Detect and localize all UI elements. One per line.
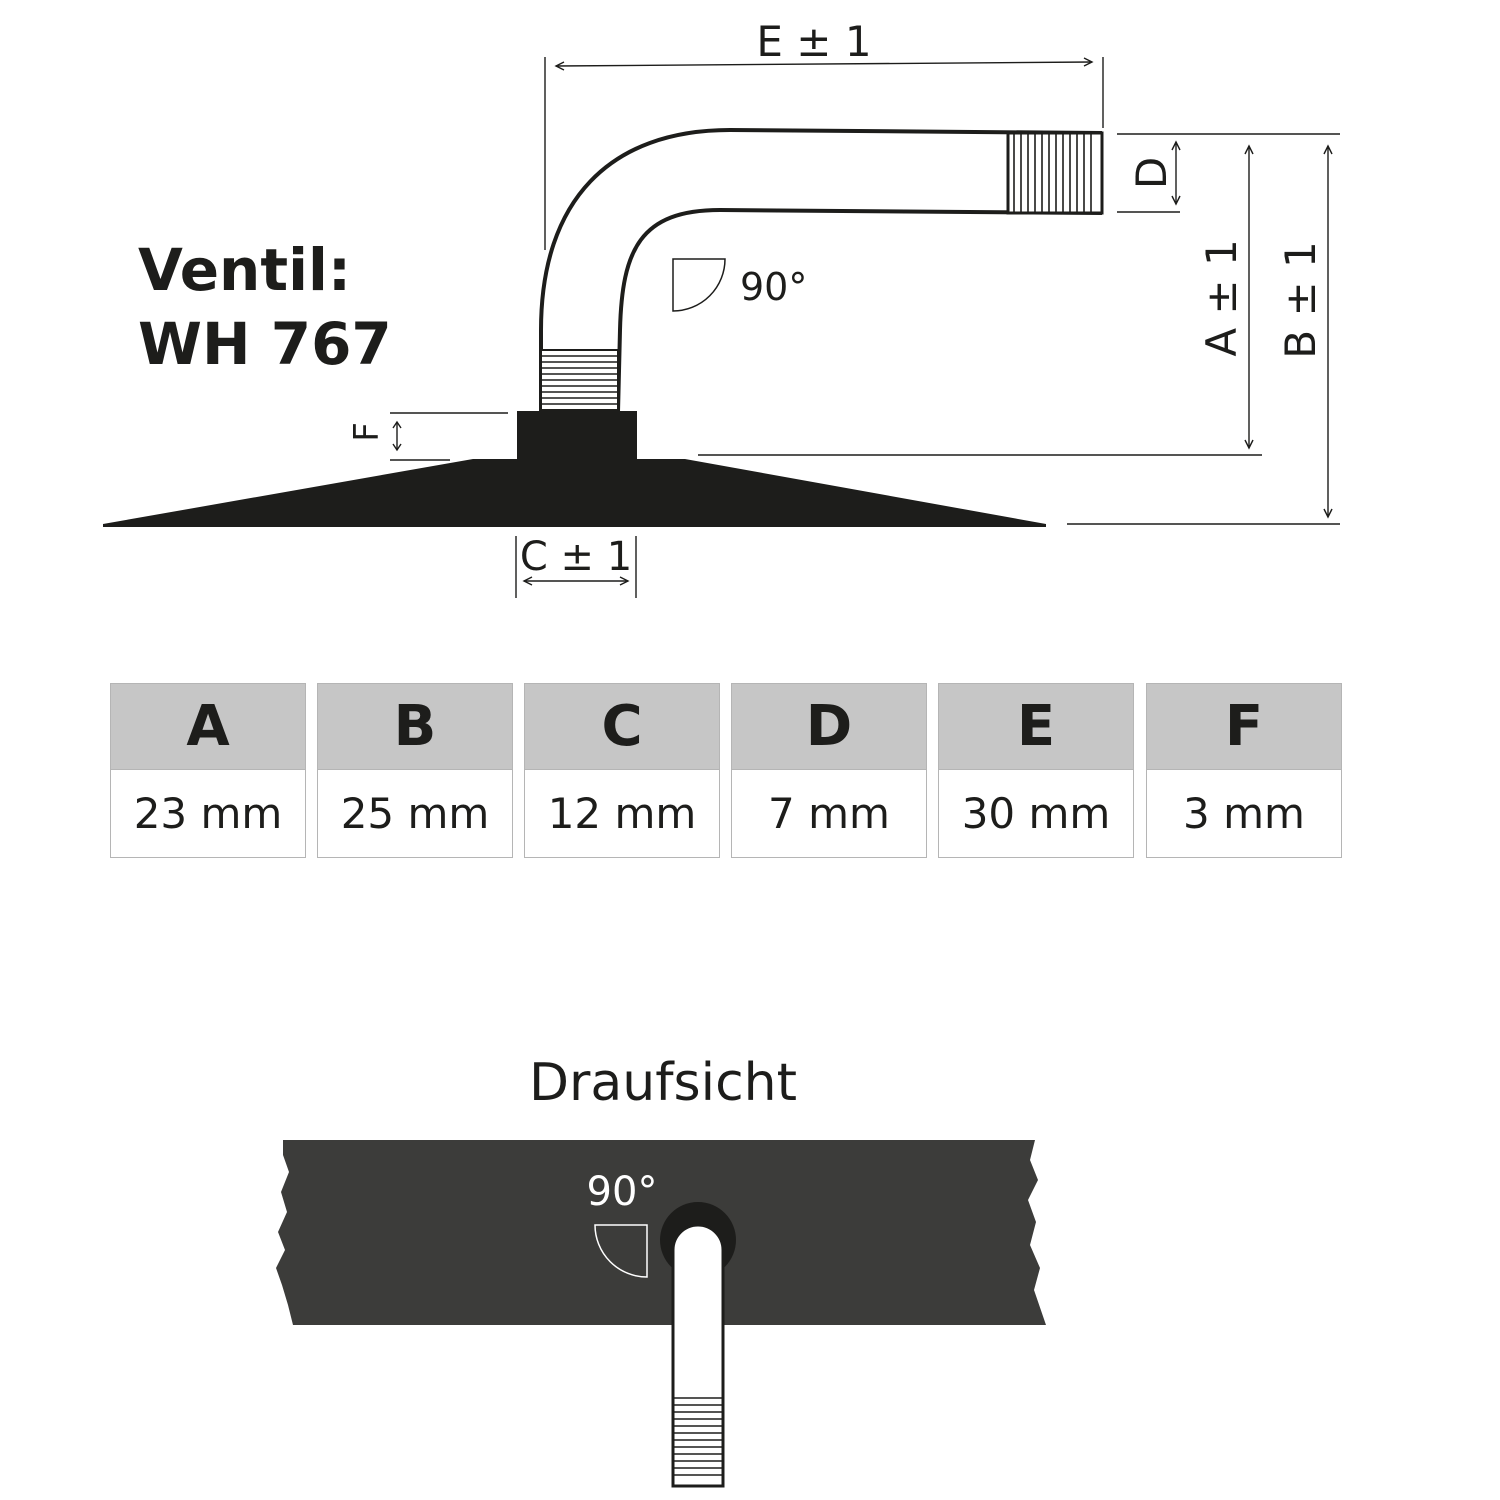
valve-stem: [539, 127, 1104, 413]
dimension-b: B ± 1: [1067, 144, 1340, 525]
table-value-f: 3 mm: [1146, 770, 1342, 858]
table-value-e: 30 mm: [938, 770, 1134, 858]
table-value-c: 12 mm: [524, 770, 720, 858]
table-header-d: D: [731, 683, 927, 770]
dimension-a-label: A ± 1: [1197, 239, 1246, 356]
top-view-thread: [673, 1397, 723, 1476]
table-value-a: 23 mm: [110, 770, 306, 858]
dimension-e-label: E ± 1: [756, 17, 871, 66]
dimension-a: A ± 1: [698, 144, 1262, 456]
dimension-f-label: F: [347, 422, 387, 442]
top-view-title: Draufsicht: [529, 1053, 797, 1113]
table-header-a: A: [110, 683, 306, 770]
table-value-d: 7 mm: [731, 770, 927, 858]
dimension-c: C ± 1: [515, 534, 637, 598]
angle-marker-top: 90°: [587, 1169, 658, 1278]
dimension-c-label: C ± 1: [520, 534, 632, 580]
valve-base: [103, 411, 1046, 527]
top-view-valve: [660, 1202, 736, 1488]
angle-label-top: 90°: [587, 1169, 658, 1215]
angle-label-side: 90°: [740, 265, 807, 309]
vertical-thread: [540, 349, 619, 411]
heading-line-1: Ventil:: [138, 236, 351, 304]
horizontal-thread: [1006, 131, 1104, 215]
dimension-table: A B C D E F 23 mm 25 mm 12 mm 7 mm 30 mm…: [110, 683, 1342, 858]
table-header-c: C: [524, 683, 720, 770]
heading-line-2: WH 767: [138, 310, 392, 378]
dimension-d: D: [1117, 133, 1340, 213]
dimension-d-label: D: [1127, 157, 1176, 189]
table-header-e: E: [938, 683, 1134, 770]
dimension-f: F: [347, 412, 508, 461]
dimension-b-label: B ± 1: [1276, 241, 1325, 358]
angle-marker-side: 90°: [672, 258, 807, 312]
table-value-b: 25 mm: [317, 770, 513, 858]
table-header-b: B: [317, 683, 513, 770]
table-header-f: F: [1146, 683, 1342, 770]
dimension-e: E ± 1: [544, 17, 1104, 250]
